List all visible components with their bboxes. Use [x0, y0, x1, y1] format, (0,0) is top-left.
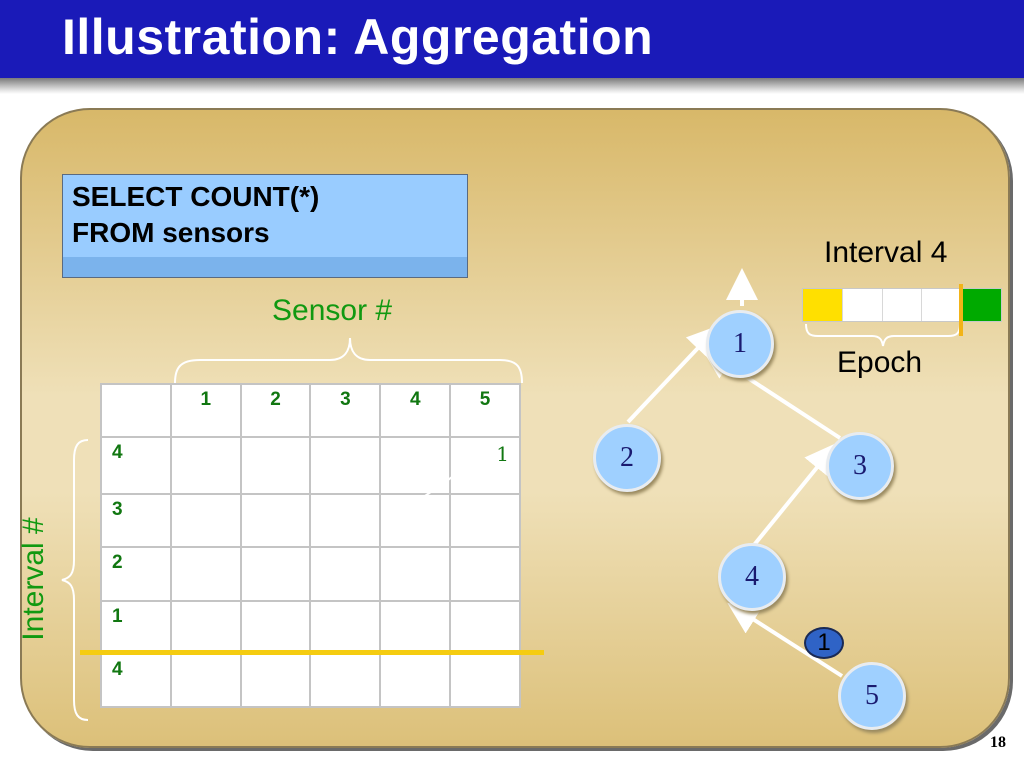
column-header: 1 [169, 382, 242, 439]
current-interval-highlight [80, 650, 544, 655]
epoch-brace [805, 323, 961, 347]
table-cell [169, 493, 242, 549]
edge-5-to-4 [727, 602, 844, 678]
table-cell [169, 599, 242, 655]
query-box: SELECT COUNT(*) FROM sensors [62, 174, 468, 278]
table-corner-cell [100, 382, 172, 439]
epoch-slot [921, 289, 962, 321]
sensor-node-2: 2 [593, 424, 661, 492]
row-header: 1 [100, 599, 172, 655]
column-header: 5 [449, 382, 521, 439]
table-cell [449, 546, 521, 602]
sensor-brace [174, 337, 523, 384]
title-bar [0, 0, 1024, 78]
table-cell [309, 436, 382, 496]
column-header: 3 [309, 382, 382, 439]
epoch-label: Epoch [837, 346, 923, 379]
epoch-slot [803, 289, 842, 321]
column-header: 4 [379, 382, 452, 439]
sensor-node-3: 3 [826, 432, 894, 500]
epoch-slot [961, 289, 1001, 321]
table-cell [239, 546, 312, 602]
table-cell [169, 546, 242, 602]
table-cell [309, 493, 382, 549]
table-cell [239, 493, 312, 549]
table-cell [449, 493, 521, 549]
slide-number: 18 [990, 734, 1006, 751]
edge-2-to-1 [626, 325, 720, 424]
table-row: 4 [100, 652, 521, 709]
table-row: 3 [100, 493, 521, 549]
table-row: 1 [100, 599, 521, 655]
sensor-axis-label: Sensor # [272, 294, 393, 327]
title-shadow [0, 78, 1024, 94]
table-cell [239, 436, 312, 496]
table-cell [309, 652, 382, 709]
table-row: 2 [100, 546, 521, 602]
query-line-select: SELECT COUNT(*) [72, 181, 320, 212]
epoch-slot [841, 289, 882, 321]
table-cell [449, 599, 521, 655]
current-interval-label: Interval 4 [824, 236, 948, 269]
table-cell [379, 599, 452, 655]
table-cell [169, 436, 242, 496]
row-header: 3 [100, 493, 172, 549]
interval-brace [61, 439, 89, 721]
epoch-slot [881, 289, 922, 321]
epoch-bar [802, 288, 1002, 322]
table-cell [169, 652, 242, 709]
query-line-from: FROM sensors [72, 217, 270, 248]
table-cell [239, 599, 312, 655]
row-header: 4 [100, 652, 172, 709]
slide-title: Illustration: Aggregation [62, 9, 654, 65]
table-cell [449, 652, 521, 709]
column-header: 2 [239, 382, 312, 439]
sensor-node-5: 5 [838, 662, 906, 730]
edge-4-to-3 [752, 442, 838, 547]
partial-count-packet: 1 [804, 627, 844, 659]
table-cell [379, 546, 452, 602]
table-row: 4 1 [100, 436, 521, 496]
table-cell [309, 546, 382, 602]
table-cell: 1 [449, 436, 521, 496]
query-box-footer [63, 257, 467, 277]
epoch-time-marker [959, 284, 963, 336]
table-cell [379, 652, 452, 709]
row-header: 4 [100, 436, 172, 496]
sensor-node-1: 1 [706, 310, 774, 378]
row-header: 2 [100, 546, 172, 602]
sensor-node-4: 4 [718, 543, 786, 611]
table-header-row: 1 2 3 4 5 [100, 382, 521, 439]
annotation-arrow [413, 467, 466, 505]
